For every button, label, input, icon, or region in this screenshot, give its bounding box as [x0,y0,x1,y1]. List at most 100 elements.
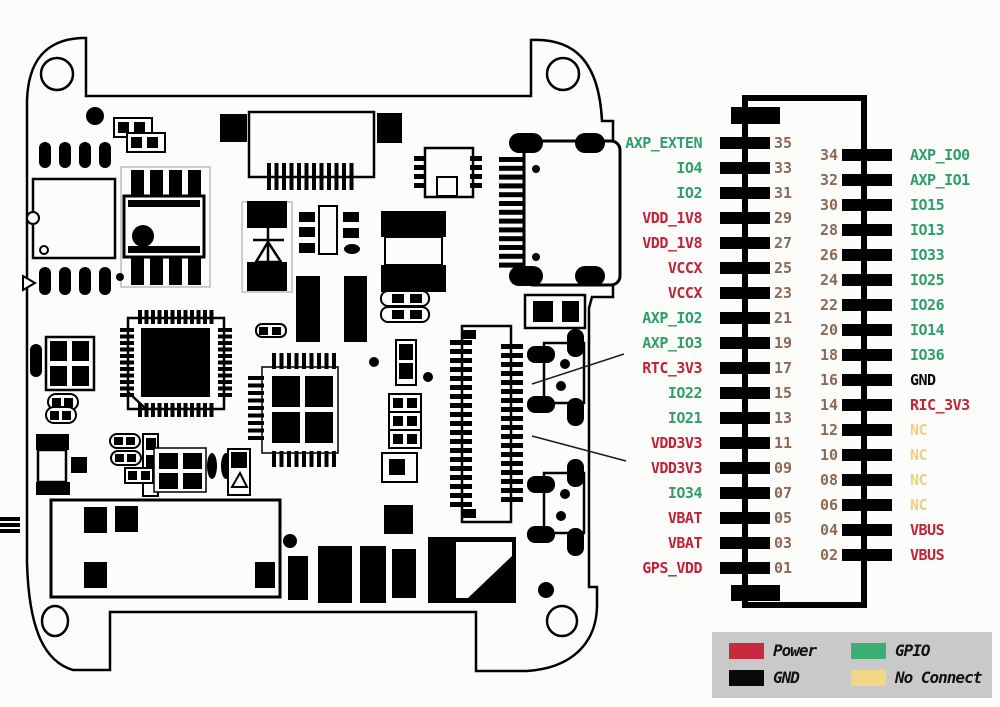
pin-bar [720,512,770,524]
ic-chip-small [414,146,482,199]
legend-label: Power [773,641,817,660]
pin-number: 08 [819,471,838,489]
speaker [428,537,516,603]
test-pad [423,372,433,382]
mounting-hole [545,604,579,638]
pin-number: 03 [774,534,793,552]
pin-label: VDD_1V8 [642,234,702,252]
pin-bar [842,399,892,411]
pin-label: VCCX [667,284,703,302]
pin-header-bottom-marker [731,585,780,601]
pin-bar [842,174,892,186]
pin-bar [720,162,770,174]
pin-bar [842,149,892,161]
crystal [381,211,446,292]
pin-label: IO26 [910,296,945,314]
pin-bar [842,549,892,561]
pin-bar [842,449,892,461]
pin-bar [842,224,892,236]
pin-label: VBUS [910,546,945,564]
pin-label: AXP_IO0 [910,146,970,164]
pin-bar [842,499,892,511]
legend-item-power: Power [729,641,817,660]
qfp-chip [248,353,339,467]
button-upper [527,329,586,426]
diode-small [227,448,251,496]
display-connector [247,110,376,190]
pin-number: 13 [774,409,793,427]
pin-number: 33 [774,159,793,177]
pin-label: IO25 [910,271,945,289]
legend: Power GND GPIO No Connect [712,632,992,698]
pin-number: 14 [819,396,838,414]
esp32-pins [120,310,232,417]
mounting-hole [39,56,75,92]
diode [241,201,293,293]
pin-number: 16 [819,371,838,389]
capacitor-bank-top [39,142,111,168]
pin-number: 11 [774,434,793,452]
pin-number: 18 [819,346,838,364]
pin-row-26: 26 IO33 [808,246,1000,264]
jumper-stack [388,393,422,449]
pin-number: 07 [774,484,793,502]
pin-bar [842,324,892,336]
pin-label: IO33 [910,246,945,264]
esp32-chip [120,310,232,417]
pin-number: 34 [819,146,838,164]
pin-label: GPS_VDD [642,559,702,577]
pin-bar [842,424,892,436]
pin-number: 26 [819,246,838,264]
soic-chip [120,166,211,288]
legend-item-gnd: GND [729,670,800,686]
jumper-pills [380,290,430,323]
pin-label: VDD3V3 [650,459,703,477]
pin-label: VBUS [910,521,945,539]
capacitor [30,344,42,377]
pin-bar [720,387,770,399]
pin-bar [720,312,770,324]
pin-label: AXP_EXTEN [625,134,702,152]
edge-connector-left [0,517,20,533]
pin-bar [720,137,770,149]
legend-swatch-gpio [851,643,886,659]
button-lower [527,459,586,556]
usb-connector [499,133,622,287]
pin-bar [842,249,892,261]
pin-number: 25 [774,259,793,277]
pin-number: 24 [819,271,838,289]
pin-bar [842,374,892,386]
legend-swatch-power [729,643,764,659]
pin-label: VBAT [667,509,703,527]
pin-bar [720,462,770,474]
legend-swatch-gnd [729,670,764,686]
capacitor-sq [381,452,418,483]
pin-number: 06 [819,496,838,514]
edge-arrow-marker [22,274,37,292]
pin-label: IO34 [667,484,703,502]
pin-row-07: IO34 07 [616,484,804,502]
mounting-hole [40,604,70,638]
pin-number: 10 [819,446,838,464]
passives-cluster-mid [299,205,360,255]
pin-bar [842,299,892,311]
pin-label: IO15 [910,196,945,214]
pin-number: 22 [819,296,838,314]
